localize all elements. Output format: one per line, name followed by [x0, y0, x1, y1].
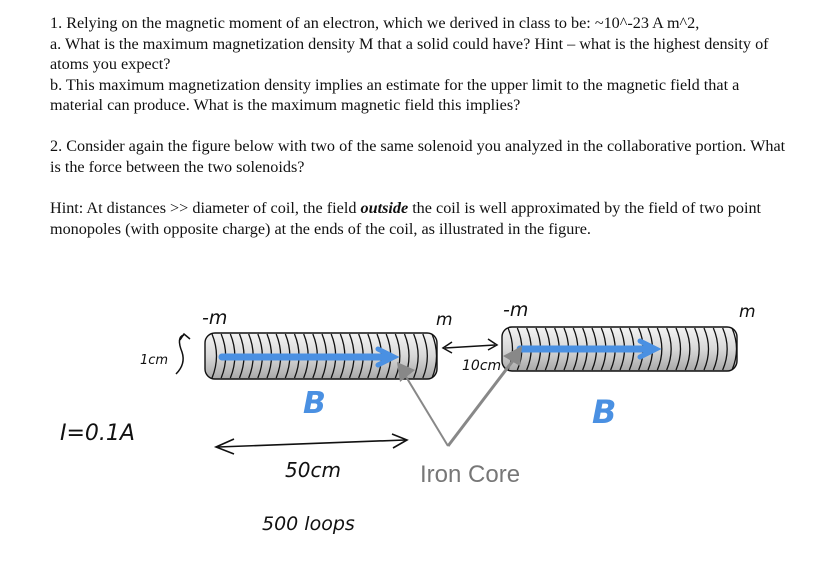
iron-core-arrowhead-right — [503, 346, 522, 366]
gap-label: 10cm — [462, 358, 501, 374]
diameter-bracket — [175, 334, 185, 375]
left-coil-turn — [422, 333, 428, 379]
gap-arrowhead-left — [441, 341, 453, 354]
right-field-label: B — [592, 393, 616, 431]
loops-label: 500 loops — [262, 513, 355, 535]
question-1-intro: 1. Relying on the magnetic moment of an … — [50, 14, 700, 32]
hint: Hint: At distances >> diameter of coil, … — [50, 198, 790, 239]
left-field-label: B — [303, 386, 326, 421]
right-coil-turn — [656, 327, 663, 371]
right-coil-turn — [731, 327, 738, 371]
right-plus-m-label: m — [739, 302, 756, 322]
diameter-label: 1cm — [140, 353, 168, 368]
left-coil-turn — [394, 333, 401, 379]
right-coil-turn — [712, 327, 719, 371]
right-coil-turn — [694, 327, 700, 371]
left-field-arrowhead — [375, 346, 400, 368]
iron-core-pointer-right — [446, 357, 517, 447]
hint-prefix: Hint: At distances >> diameter of coil, … — [50, 199, 361, 217]
hint-suffix: the coil is well approximated by the fie… — [50, 199, 762, 238]
right-coil-turn — [722, 327, 728, 371]
left-coil-turn — [431, 333, 438, 379]
iron-core-pointer-left — [404, 374, 449, 447]
left-coil-turn — [413, 333, 419, 379]
right-solenoid — [501, 326, 738, 372]
question-2: 2. Consider again the figure below with … — [50, 136, 790, 177]
current-label: I=0.1A — [60, 421, 135, 446]
right-coil-turn — [675, 327, 682, 371]
question-2-text: 2. Consider again the figure below with … — [50, 137, 786, 176]
hint-text: Hint: At distances >> diameter of coil, … — [50, 198, 790, 239]
right-coil-turn — [666, 327, 672, 371]
iron-core-pointers — [397, 346, 522, 447]
left-solenoid — [204, 332, 438, 380]
gap-dimension-line — [444, 344, 496, 349]
gap-arrowhead-right — [487, 338, 499, 351]
left-coil-turn — [211, 333, 218, 379]
length-arrowhead-right — [391, 433, 409, 449]
diameter-bracket-tip — [179, 332, 191, 341]
hint-emphasis: outside — [360, 199, 409, 217]
iron-core-arrowhead-left — [397, 362, 415, 382]
right-field-arrowhead — [637, 338, 662, 360]
iron-core-label: Iron Core — [420, 461, 520, 488]
length-label: 50cm — [285, 458, 341, 482]
left-plus-m-label: m — [436, 310, 453, 330]
right-minus-m-label: -m — [503, 299, 528, 321]
length-dimension-line — [217, 439, 406, 448]
question-1-part-b: b. This maximum magnetization density im… — [50, 75, 740, 115]
solenoid-figure: -m m -m m 1cm 10cm I=0.1A 50cm 500 loops… — [60, 299, 756, 535]
left-minus-m-label: -m — [202, 307, 227, 329]
question-1: 1. Relying on the magnetic moment of an … — [50, 13, 790, 116]
right-coil-turn — [684, 327, 691, 371]
length-arrowhead-left — [213, 438, 235, 455]
question-1-part-a: a. What is the maximum magnetization den… — [50, 34, 769, 74]
right-coil-turn — [703, 327, 710, 371]
